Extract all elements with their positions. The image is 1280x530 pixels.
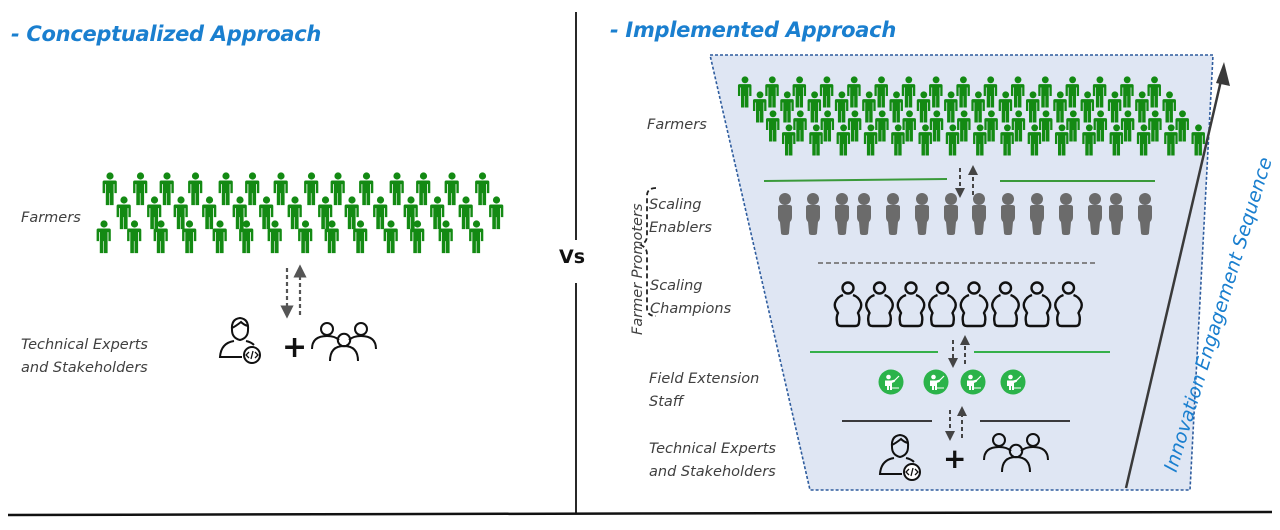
right-experts-label: Technical Experts and Stakeholders [649,438,776,484]
farmer-figure [273,172,288,206]
farmer-figure [469,220,484,254]
farmer-figure [245,172,260,206]
farmer-figure [133,172,148,206]
farmer-figure [127,220,142,254]
farmer-figure [475,172,490,206]
scaling-enablers-label: Scaling Enablers [649,194,712,240]
farmer-figure [212,220,227,254]
field-staff-icon [959,368,987,396]
field-staff-icon [922,368,950,396]
farmer-figure [383,220,398,254]
farmer-figure [96,220,111,254]
farmer-figure [116,196,131,230]
field-staff-icon [877,368,905,396]
right-experts-label-line1: Technical Experts [649,441,776,457]
conceptualized-approach-title: - Conceptualized Approach [11,22,322,46]
implemented-approach-title: - Implemented Approach [610,18,896,42]
farmer-figure [298,220,313,254]
farmer-figure [287,196,302,230]
farmer-figure [458,196,473,230]
green-separator-1a [763,178,948,182]
developer-expert-icon [219,317,261,364]
right-experts-label-line2: and Stakeholders [649,464,776,480]
innovation-sequence-arrow [1124,71,1225,489]
farmer-figure [359,172,374,206]
farmer-figure [304,172,319,206]
field-staff-icon [999,368,1027,396]
scaling-enablers-line1: Scaling [649,197,702,213]
farmer-figure [188,172,203,206]
farmer-promoters-brace [638,187,657,317]
farmer-figure [159,172,174,206]
engagement-funnel [708,54,1214,491]
scaling-champions-label: Scaling Champions [650,275,731,321]
right-farmers-label: Farmers [647,117,707,133]
farmer-figure [102,172,117,206]
farmer-figure [259,196,274,230]
farmer-figure [218,172,233,206]
vs-label: Vs [559,246,586,268]
scaling-champions-line2: Champions [650,301,732,317]
farmer-figure [373,196,388,230]
farmer-figure [344,196,359,230]
field-staff-line1: Field Extension [649,371,760,387]
farmer-figure [489,196,504,230]
scaling-champions-line1: Scaling [650,278,703,294]
left-plus-sign: + [282,330,307,365]
field-staff-line2: Staff [649,394,684,410]
farmer-figure [416,172,431,206]
left-experts-label: Technical Experts and Stakeholders [21,334,148,380]
bottom-baseline [7,510,1273,517]
farmer-figure [444,172,459,206]
field-staff-label: Field Extension Staff [649,368,759,414]
stakeholders-group-icon [311,322,377,362]
farmer-figure [330,172,345,206]
farmer-figure [389,172,404,206]
left-experts-label-line2: and Stakeholders [21,360,148,376]
scaling-enablers-line2: Enablers [649,220,712,236]
farmer-figure [173,196,188,230]
left-farmers-crowd [96,172,504,254]
right-plus-sign: + [943,442,966,475]
left-farmers-label: Farmers [21,210,81,226]
farmer-figure [430,196,445,230]
innovation-arrow-head [1216,62,1230,86]
left-experts-label-line1: Technical Experts [21,337,148,353]
farmer-figure [202,196,217,230]
